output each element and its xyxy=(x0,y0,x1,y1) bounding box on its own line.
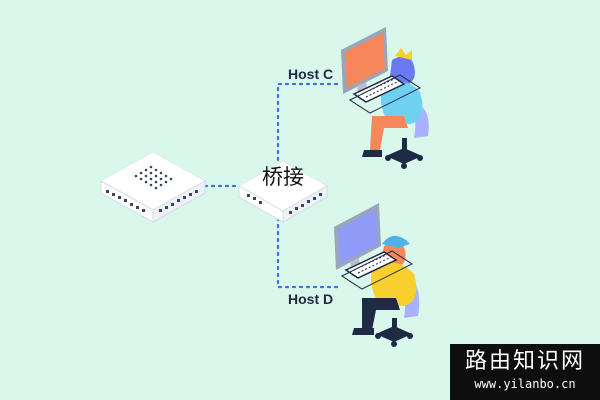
chair-icon xyxy=(385,103,429,169)
bridge-label: 桥接 xyxy=(262,165,304,189)
host-d-label: Host D xyxy=(288,291,333,307)
workstation-icon xyxy=(341,27,429,169)
workstation-icon xyxy=(334,203,420,347)
watermark-url: www.yilanbo.cn xyxy=(474,377,576,391)
keyboard-icon xyxy=(352,75,406,103)
watermark-title: 路由知识网 xyxy=(464,349,585,374)
host-c-label: Host C xyxy=(288,66,333,82)
keyboard-icon xyxy=(344,251,398,279)
watermark-banner: 路由知识网 www.yilanbo.cn xyxy=(450,344,600,400)
bridge-icon xyxy=(237,160,329,223)
link-bridge-host-d xyxy=(276,216,344,289)
switch-icon xyxy=(99,151,207,223)
link-bridge-host-c xyxy=(276,82,344,162)
person-icon xyxy=(352,235,417,335)
connection-lines xyxy=(203,82,344,289)
